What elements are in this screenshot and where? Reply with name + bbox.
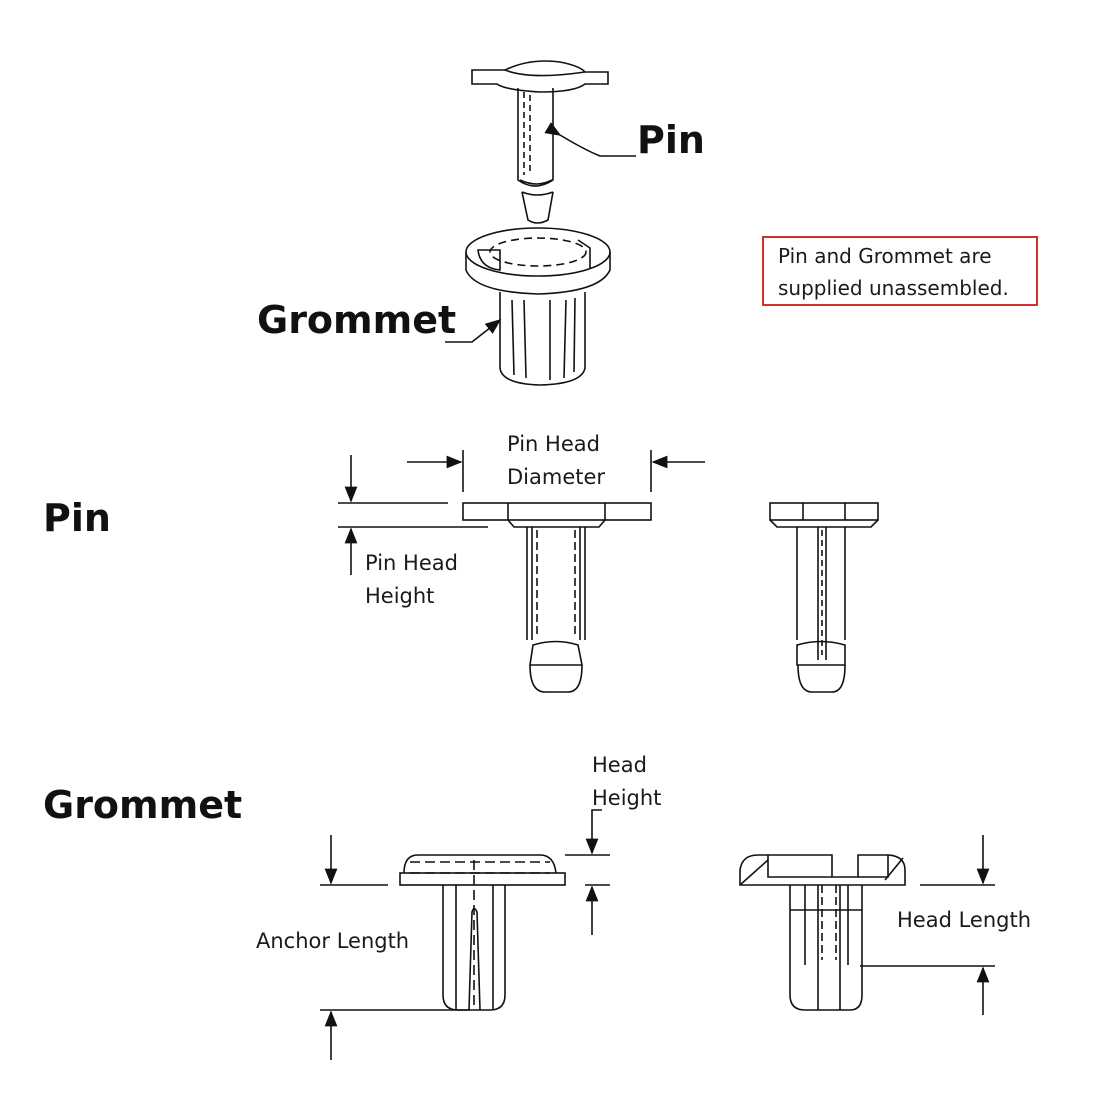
pin-callout-label: Pin [637, 118, 705, 162]
isometric-grommet [445, 227, 611, 386]
head-height-label-1: Head [592, 753, 647, 777]
section-title-pin: Pin [43, 496, 111, 540]
note-line-1: Pin and Grommet are [778, 244, 992, 268]
pin-head-diameter-label-1: Pin Head [507, 432, 600, 456]
isometric-pin [471, 60, 636, 224]
note-line-2: supplied unassembled. [778, 276, 1009, 300]
anchor-length-label: Anchor Length [256, 929, 410, 953]
section-title-grommet: Grommet [43, 783, 243, 827]
pin-side-view [769, 502, 879, 693]
pin-front-view [338, 450, 705, 693]
head-height-label-2: Height [592, 786, 662, 810]
head-length-label: Head Length [897, 908, 1032, 932]
grommet-front-view [320, 809, 610, 1060]
grommet-side-view [739, 835, 995, 1015]
assembly-note: Pin and Grommet are supplied unassembled… [762, 236, 1038, 306]
grommet-callout-label: Grommet [257, 298, 457, 342]
pin-head-diameter-label-2: Diameter [507, 465, 606, 489]
pin-head-height-label-2: Height [365, 584, 435, 608]
pin-head-height-label-1: Pin Head [365, 551, 458, 575]
